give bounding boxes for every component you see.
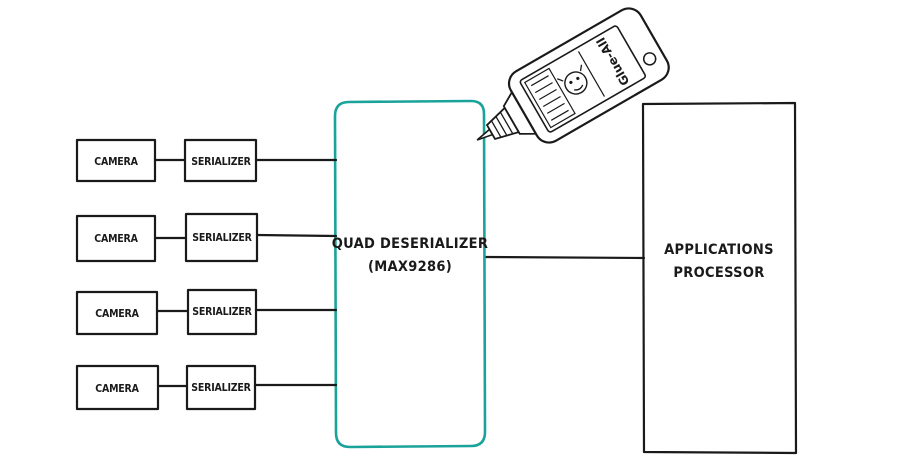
serializer-label: SERIALIZER <box>192 306 252 318</box>
camera-box <box>75 214 157 263</box>
channel-2: CAMERA SERIALIZER <box>75 212 338 263</box>
processor-label-line1: APPLICATIONS <box>664 242 774 258</box>
camera-label: CAMERA <box>94 156 138 168</box>
channel-4: CAMERA SERIALIZER <box>75 364 338 411</box>
channel-3: CAMERA SERIALIZER <box>75 288 338 336</box>
channel-1: CAMERA SERIALIZER <box>75 138 338 183</box>
camera-box <box>75 138 157 183</box>
camera-label: CAMERA <box>95 308 139 320</box>
serializer-deserializer-link <box>255 233 338 238</box>
mascot-icon <box>557 64 588 95</box>
camera-box <box>75 290 159 336</box>
deserializer-label-line2: (MAX9286) <box>368 259 452 275</box>
camera-box <box>75 364 160 411</box>
deserializer-label-line1: QUAD DESERIALIZER <box>332 236 488 252</box>
deserializer-processor-link <box>482 255 646 260</box>
serializer-box <box>183 138 258 183</box>
serializer-label: SERIALIZER <box>191 156 251 168</box>
camera-label: CAMERA <box>94 233 138 245</box>
camera-label: CAMERA <box>95 383 139 395</box>
serializer-box <box>186 288 258 336</box>
processor-label-line2: PROCESSOR <box>673 265 764 281</box>
quad-deserializer: QUAD DESERIALIZER (MAX9286) <box>332 99 488 449</box>
applications-processor: APPLICATIONS PROCESSOR <box>641 101 798 455</box>
glue-bottle-icon: Glue-All <box>476 7 670 144</box>
serializer-box <box>185 364 257 411</box>
serializer-label: SERIALIZER <box>191 382 251 394</box>
serializer-label: SERIALIZER <box>192 232 252 244</box>
